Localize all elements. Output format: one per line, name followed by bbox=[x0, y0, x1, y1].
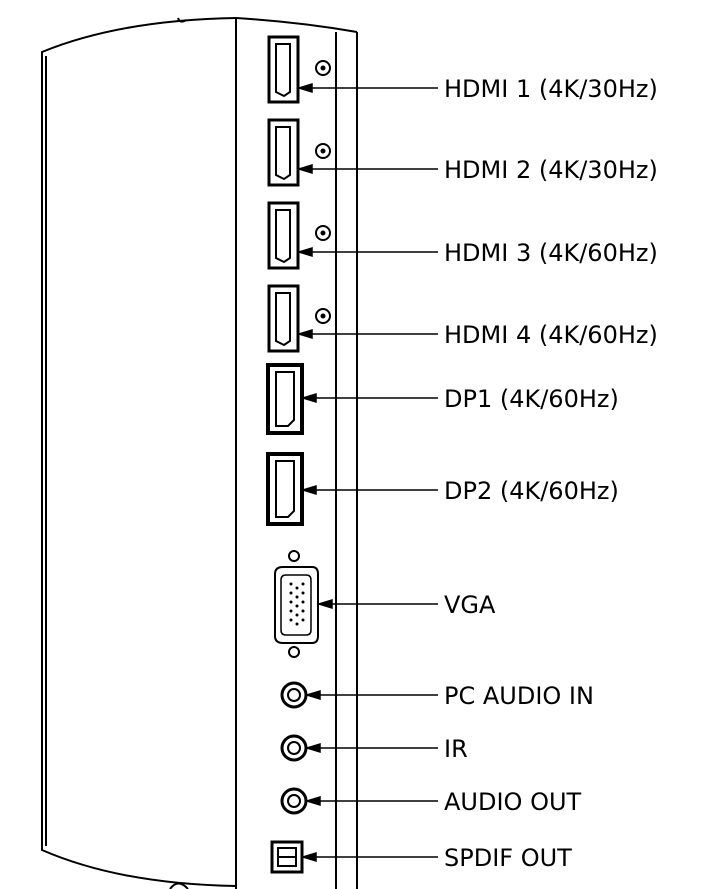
label-hdmi-2: HDMI 2 (4K/30Hz) bbox=[444, 156, 658, 184]
audio-out-jack bbox=[280, 787, 308, 815]
label-ir: IR bbox=[444, 735, 468, 763]
hdmi-port-4 bbox=[267, 284, 331, 353]
hdmi-port-2 bbox=[267, 118, 331, 187]
port-labels: HDMI 1 (4K/30Hz) HDMI 2 (4K/30Hz) HDMI 3… bbox=[444, 75, 658, 872]
panel-housing bbox=[41, 17, 358, 889]
label-hdmi-3: HDMI 3 (4K/60Hz) bbox=[444, 239, 658, 267]
spdif-optical-port bbox=[270, 840, 304, 874]
label-hdmi-4: HDMI 4 (4K/60Hz) bbox=[444, 321, 658, 349]
label-spdif-out: SPDIF OUT bbox=[444, 844, 572, 872]
pc-audio-in-jack bbox=[280, 681, 308, 709]
label-hdmi-1: HDMI 1 (4K/30Hz) bbox=[444, 75, 658, 103]
vga-port bbox=[274, 550, 319, 658]
label-dp-1: DP1 (4K/60Hz) bbox=[444, 385, 619, 413]
ir-jack bbox=[280, 734, 308, 762]
label-vga: VGA bbox=[444, 591, 496, 619]
label-audio-out: AUDIO OUT bbox=[444, 788, 582, 816]
label-pc-audio-in: PC AUDIO IN bbox=[444, 682, 594, 710]
label-dp-2: DP2 (4K/60Hz) bbox=[444, 477, 619, 505]
hdmi-port-1 bbox=[267, 35, 331, 104]
displayport-2 bbox=[266, 452, 304, 526]
hdmi-port-3 bbox=[267, 201, 331, 270]
leader-lines bbox=[296, 82, 438, 863]
displayport-1 bbox=[266, 363, 304, 435]
